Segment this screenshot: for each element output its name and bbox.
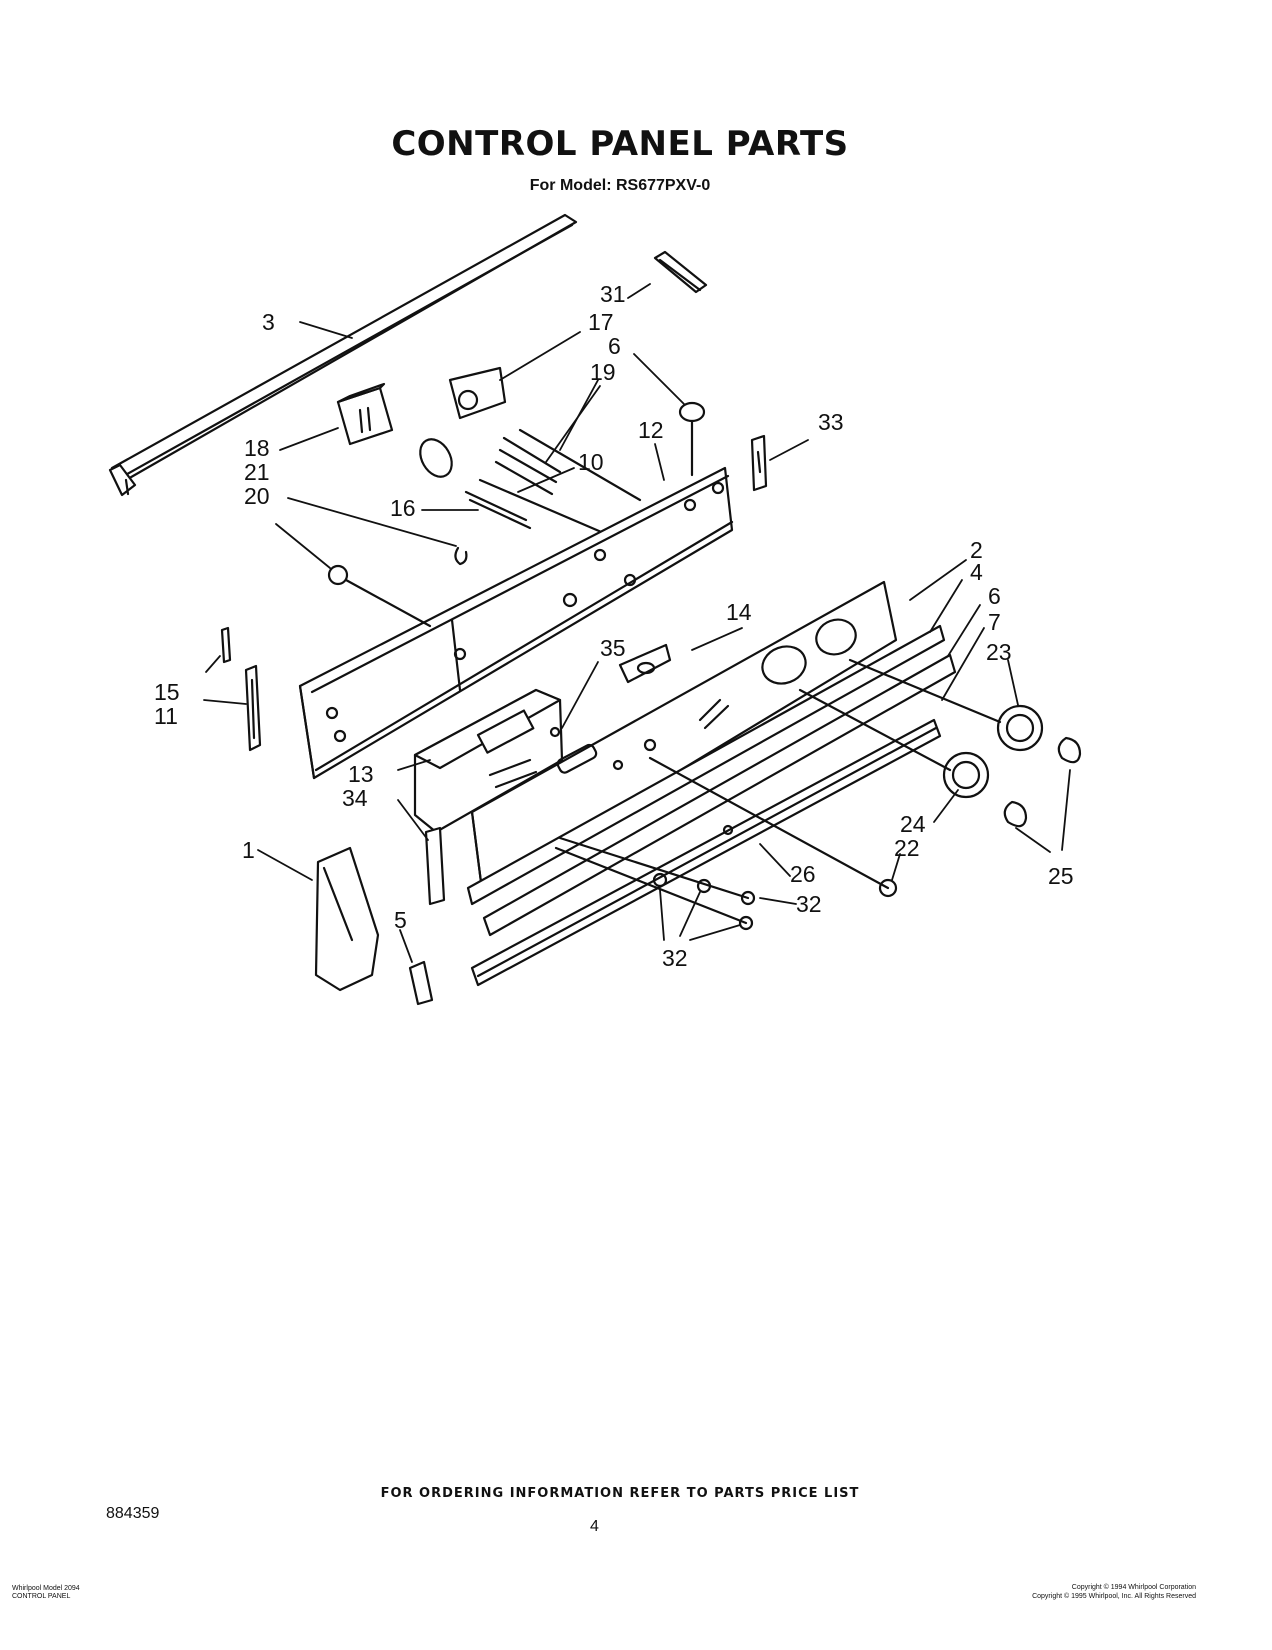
callout-32-bottom: 32 (662, 945, 688, 971)
callout-17: 17 (588, 309, 614, 335)
callout-24: 24 (900, 811, 926, 837)
ordering-info-footer: FOR ORDERING INFORMATION REFER TO PARTS … (380, 1486, 860, 1501)
callout-33: 33 (818, 409, 844, 435)
callout-3: 3 (262, 309, 275, 335)
callout-11: 10 (578, 449, 604, 475)
copyright-line-2: Copyright © 1995 Whirlpool, Inc. All Rig… (1032, 1593, 1196, 1600)
clip-part (653, 250, 708, 294)
callout-25: 25 (1048, 863, 1074, 889)
screw-part (549, 726, 561, 738)
callout-22: 21 (244, 459, 270, 485)
small-bracket-part (424, 826, 446, 906)
copyright-line-1: Copyright © 1994 Whirlpool Corporation (1071, 1584, 1196, 1591)
rear-housing-part (298, 466, 734, 780)
callout-6: 6 (988, 583, 1001, 609)
callout-35: 35 (600, 635, 626, 661)
corner-note-left: Whirlpool Model 2094 CONTROL PANEL (12, 1585, 80, 1601)
callout-20: 20 (244, 483, 270, 509)
model-subtitle: For Model: RS677PXV-0 (529, 177, 711, 194)
callout-14: 14 (726, 599, 752, 625)
callout-2: 2 (970, 537, 983, 563)
corner-left-line-2: CONTROL PANEL (12, 1593, 71, 1600)
callout-16: 16 (390, 495, 416, 521)
fastener-parts (554, 756, 898, 931)
callout-labels: 3 31 17 6 19 12 10 33 18 21 20 16 2 4 6 … (154, 281, 1074, 971)
knob-parts (1003, 736, 1082, 828)
cap-part (678, 401, 706, 477)
wire-harness-part (419, 428, 642, 542)
callout-1: 1 (242, 837, 255, 863)
lens-part (618, 643, 672, 684)
electronic-control-part (413, 688, 564, 834)
callout-32-right: 32 (796, 891, 822, 917)
callout-26: 26 (790, 861, 816, 887)
callout-10: 11 (154, 703, 178, 729)
corner-left-line-1: Whirlpool Model 2094 (12, 1585, 80, 1592)
callout-4: 4 (970, 559, 983, 585)
callout-23: 23 (986, 639, 1012, 665)
callout-31: 31 (600, 281, 626, 307)
callout-15: 15 (154, 679, 180, 705)
front-panel-part (470, 580, 898, 892)
end-cap-part (314, 846, 380, 992)
callout-13: 13 (348, 761, 374, 787)
callout-12: 12 (638, 417, 664, 443)
callout-19: 19 (590, 359, 616, 385)
switch-part (448, 366, 507, 420)
page-title: CONTROL PANEL PARTS (391, 124, 849, 164)
callout-9: 6 (608, 333, 621, 359)
page-number: 4 (590, 1518, 599, 1535)
callout-21: 22 (894, 835, 920, 861)
callout-5: 5 (394, 907, 407, 933)
callout-34: 34 (342, 785, 368, 811)
copyright-note: Copyright © 1994 Whirlpool Corporation C… (1032, 1583, 1196, 1601)
document-number: 884359 (106, 1505, 160, 1522)
callout-18: 18 (244, 435, 270, 461)
top-trim-strip-part (108, 213, 578, 497)
leader-lines (203, 283, 1071, 963)
bracket-part (750, 434, 768, 492)
clip-5-part (408, 960, 434, 1006)
side-bracket-part (220, 626, 262, 752)
socket-part (327, 546, 468, 628)
timer-box-part (336, 382, 394, 446)
callout-7: 7 (988, 609, 1001, 635)
dial-parts (798, 658, 1044, 799)
